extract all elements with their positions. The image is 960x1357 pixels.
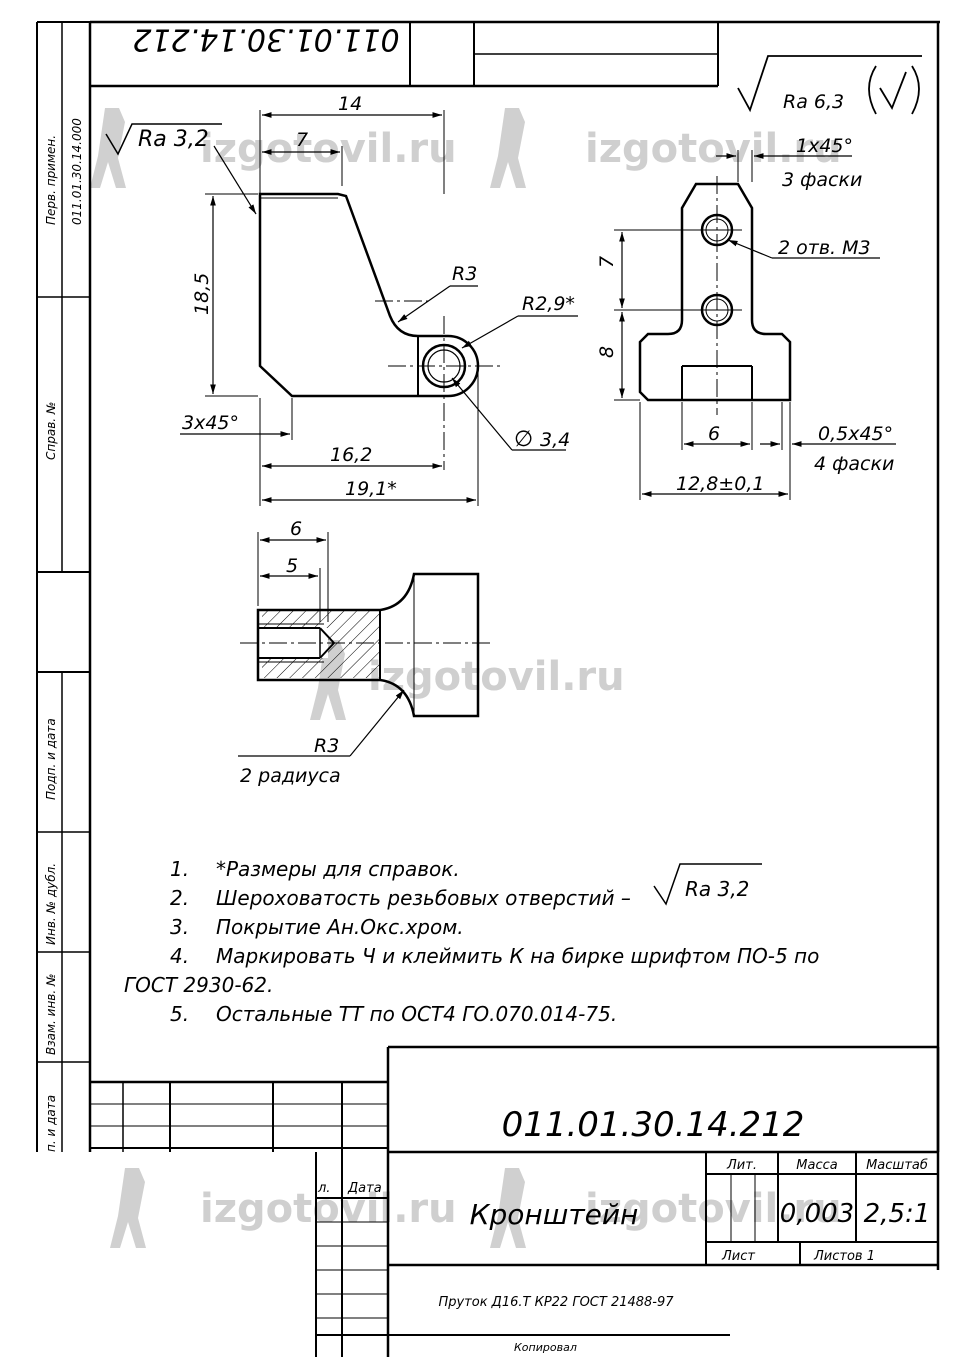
side-view bbox=[614, 150, 896, 500]
dim-14: 14 bbox=[338, 93, 362, 115]
section-view-dims: 6 5 R3 2 радиуса bbox=[240, 518, 341, 787]
dim-16-2: 16,2 bbox=[330, 444, 372, 466]
dim-v7: 7 bbox=[596, 256, 618, 268]
note-4-number: 4. bbox=[170, 944, 189, 968]
general-roughness-label: Ra 6,3 bbox=[783, 91, 844, 113]
watermark-text-5: izgotovil.ru bbox=[585, 1186, 842, 1232]
watermark-text-2: izgotovil.ru bbox=[585, 126, 842, 172]
dim-w6: 6 bbox=[708, 423, 720, 445]
dim-chamfer-1x45: 1x45° bbox=[796, 135, 853, 157]
dim-chamfer-05x45-note: 4 фаски bbox=[814, 453, 894, 475]
side-column: Перв. примен. 011.01.30.14.000 Справ. № … bbox=[44, 118, 84, 1152]
dim-chamfer-3x45: 3x45° bbox=[182, 412, 239, 434]
dim-r3: R3 bbox=[452, 263, 477, 285]
watermark-text-3: izgotovil.ru bbox=[368, 654, 625, 700]
dim-19-1: 19,1* bbox=[345, 478, 397, 500]
dim-w12-8: 12,8±0,1 bbox=[676, 473, 764, 495]
note-5-number: 5. bbox=[170, 1002, 189, 1026]
watermark-text-4: izgotovil.ru bbox=[200, 1186, 457, 1232]
note-4-text: Маркировать Ч и клеймить К на бирке шриф… bbox=[216, 944, 819, 968]
mass-label: Масса bbox=[796, 1158, 837, 1173]
designation: 011.01.30.14.212 bbox=[502, 1105, 805, 1145]
scale-label: Масштаб bbox=[866, 1158, 928, 1173]
watermark: izgotovil.ru izgotovil.ru izgotovil.ru i… bbox=[90, 108, 842, 1248]
copied-label: Копировал bbox=[514, 1341, 577, 1354]
diameter-icon: ∅ bbox=[514, 427, 533, 452]
section-view bbox=[238, 532, 490, 757]
inv-dup-label: Инв. № дубл. bbox=[44, 863, 58, 945]
sheet-label: Лист bbox=[721, 1249, 755, 1264]
general-roughness bbox=[737, 55, 922, 115]
dim-v8: 8 bbox=[596, 346, 618, 358]
scale-value: 2,5:1 bbox=[864, 1199, 931, 1229]
title-block bbox=[90, 1045, 940, 1357]
note-2-number: 2. bbox=[170, 886, 189, 910]
sheets-label: Листов 1 bbox=[813, 1249, 875, 1264]
doc-label: л. bbox=[317, 1181, 330, 1196]
front-view bbox=[105, 110, 578, 506]
note-3-text: Покрытие Ан.Окс.хром. bbox=[216, 915, 464, 939]
dim-sec-r3: R3 bbox=[314, 735, 339, 757]
dim-chamfer-05x45: 0,5x45° bbox=[818, 423, 893, 445]
dim-18-5: 18,5 bbox=[191, 273, 213, 315]
reference-label: Справ. № bbox=[44, 402, 58, 460]
dim-s6: 6 bbox=[290, 518, 302, 540]
part-name: Кронштейн bbox=[470, 1198, 639, 1231]
mass-value: 0,003 bbox=[780, 1199, 854, 1229]
note-3-number: 3. bbox=[170, 915, 189, 939]
note-1-text: *Размеры для справок. bbox=[216, 857, 460, 881]
dim-chamfer-1x45-note: 3 фаски bbox=[782, 169, 862, 191]
title-block-texts: 011.01.30.14.212 Кронштейн Пруток Д16.Т … bbox=[317, 1105, 930, 1354]
date-label: Дата bbox=[347, 1181, 382, 1196]
technical-notes: 1. *Размеры для справок. 2. Шероховатост… bbox=[124, 857, 819, 1026]
first-use-label: Перв. примен. bbox=[44, 135, 58, 225]
dim-7: 7 bbox=[296, 129, 308, 151]
watermark-text-1: izgotovil.ru bbox=[200, 126, 457, 172]
replace-inv-label: Взам. инв. № bbox=[44, 974, 58, 1055]
material: Пруток Д16.Т КР22 ГОСТ 21488-97 bbox=[438, 1295, 674, 1310]
sheet-frame bbox=[36, 20, 940, 1152]
dim-holes: 2 отв. М3 bbox=[778, 237, 871, 259]
note-4-continuation: ГОСТ 2930-62. bbox=[124, 973, 273, 997]
dim-s5: 5 bbox=[286, 555, 298, 577]
surface-roughness-label: Ra 3,2 bbox=[138, 127, 209, 152]
thread-roughness-symbol bbox=[653, 863, 762, 906]
front-view-dims: 14 7 18,5 R3 R2,9* 3x45° 16,2 19,1* ∅ 3,… bbox=[138, 93, 575, 500]
sign-date-label-2: п. и дата bbox=[44, 1095, 58, 1152]
dim-r2-9: R2,9* bbox=[522, 293, 575, 315]
dim-dia-3-4: 3,4 bbox=[540, 429, 570, 451]
dim-sec-r3-note: 2 радиуса bbox=[240, 765, 341, 787]
note-2-text: Шероховатость резьбовых отверстий – bbox=[216, 886, 631, 910]
side-view-dims: 1x45° 3 фаски 2 отв. М3 7 8 6 0,5x45° 4 … bbox=[596, 135, 894, 495]
lit-label: Лит. bbox=[726, 1158, 757, 1173]
first-use-value: 011.01.30.14.000 bbox=[70, 118, 84, 225]
note-1-number: 1. bbox=[170, 857, 189, 881]
note-5-text: Остальные ТТ по ОСТ4 ГО.070.014-75. bbox=[216, 1002, 617, 1026]
top-stamp-number: 011.01.30.14.212 bbox=[132, 22, 399, 57]
sign-date-label: Подп. и дата bbox=[44, 718, 58, 800]
thread-roughness-label: Ra 3,2 bbox=[685, 877, 749, 901]
